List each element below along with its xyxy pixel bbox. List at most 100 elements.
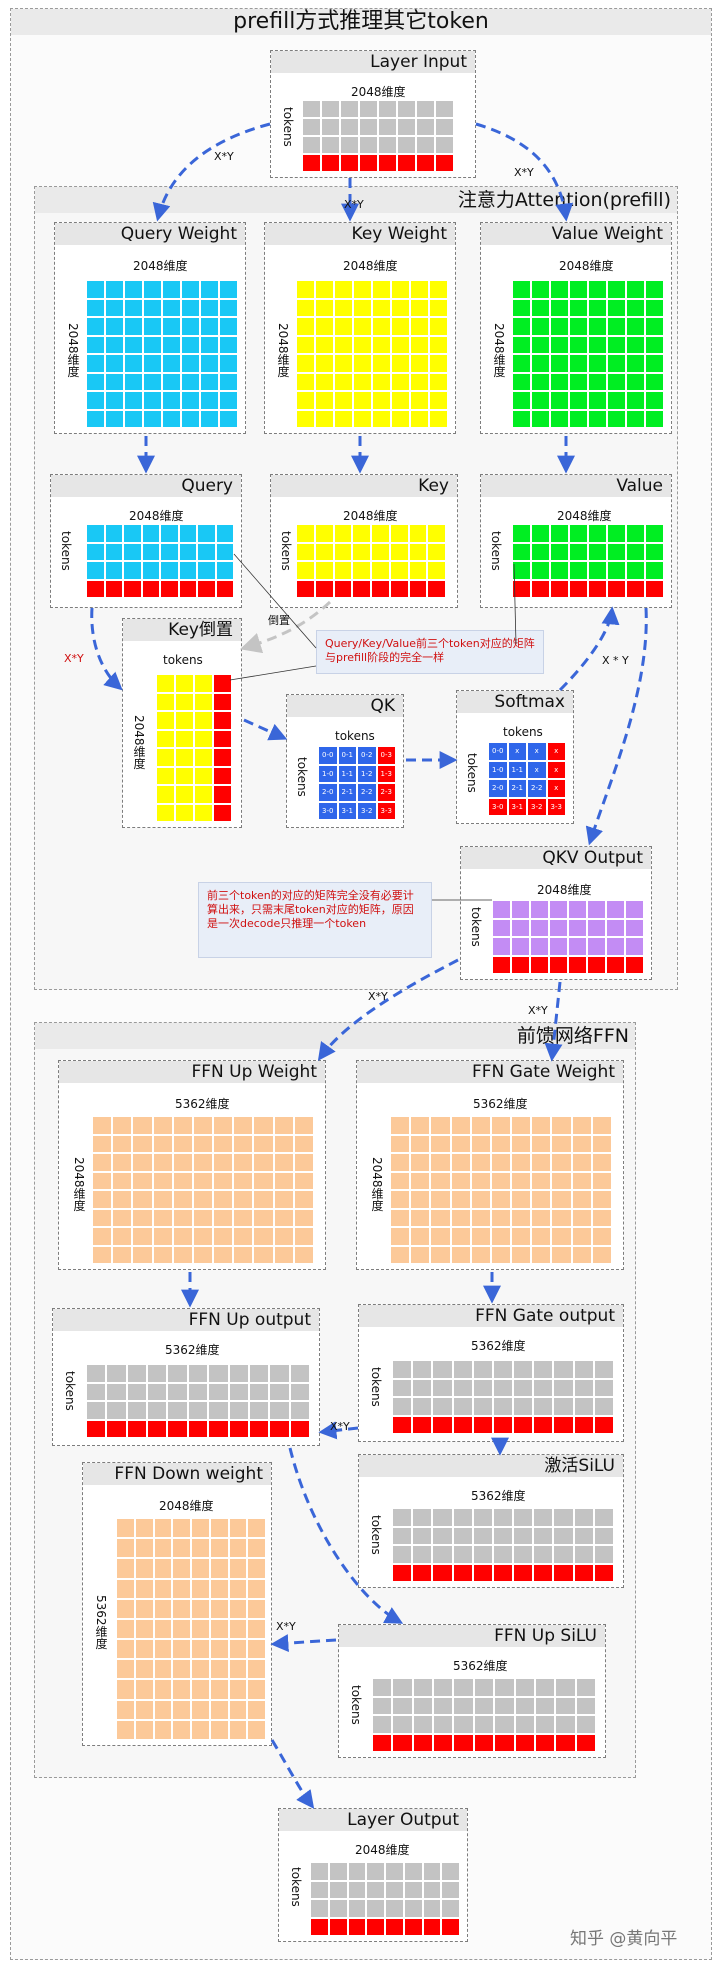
matrix-cell bbox=[627, 543, 644, 560]
matrix-cell bbox=[154, 1640, 172, 1659]
matrix-cell bbox=[229, 1383, 248, 1400]
matrix-cell: 1-2 bbox=[358, 765, 376, 782]
matrix-cell bbox=[87, 1420, 106, 1437]
matrix-cell bbox=[210, 1700, 228, 1719]
matrix-cell bbox=[589, 281, 606, 298]
matrix-cell bbox=[173, 1599, 190, 1618]
matrix-cell bbox=[161, 562, 178, 579]
matrix-cell bbox=[646, 299, 663, 316]
matrix-cell bbox=[514, 1546, 533, 1563]
matrix-cell bbox=[493, 1564, 513, 1581]
matrix-cell bbox=[552, 1117, 571, 1134]
matrix-cell bbox=[431, 1117, 450, 1134]
matrix-cell bbox=[153, 1191, 172, 1208]
matrix-cell bbox=[572, 1117, 591, 1134]
ffn-gate-output-title: FFN Gate output bbox=[359, 1305, 623, 1327]
matrix-cell bbox=[646, 281, 663, 298]
matrix-cell bbox=[491, 1154, 511, 1171]
matrix-cell bbox=[627, 373, 644, 390]
watermark: 知乎 @黄向平 bbox=[570, 1929, 678, 1949]
matrix-cell bbox=[608, 299, 625, 316]
matrix-cell bbox=[124, 525, 141, 542]
matrix-cell bbox=[556, 1734, 575, 1751]
matrix-cell bbox=[216, 525, 233, 542]
matrix-cell bbox=[322, 119, 339, 135]
matrix-cell bbox=[163, 336, 180, 353]
ffn-up-weight-matrix bbox=[93, 1117, 313, 1263]
matrix-cell: 3-2 bbox=[358, 802, 376, 819]
matrix-cell: 3-3 bbox=[547, 798, 565, 815]
matrix-cell bbox=[592, 1246, 611, 1263]
ffn-up-output-top-label: 5362维度 bbox=[165, 1343, 220, 1357]
matrix-cell bbox=[254, 1117, 273, 1134]
matrix-cell bbox=[148, 1420, 167, 1437]
matrix-cell bbox=[193, 1117, 213, 1134]
matrix-cell bbox=[404, 1863, 422, 1880]
matrix-cell bbox=[117, 1640, 134, 1659]
matrix-cell bbox=[229, 1539, 247, 1558]
matrix-cell bbox=[513, 318, 530, 335]
matrix-cell bbox=[117, 1619, 134, 1639]
key-top-label: 2048维度 bbox=[343, 509, 398, 523]
matrix-cell bbox=[87, 336, 104, 353]
matrix-cell bbox=[133, 1246, 152, 1263]
matrix-cell bbox=[214, 1209, 233, 1226]
matrix-cell bbox=[216, 543, 233, 560]
matrix-cell bbox=[572, 1191, 591, 1208]
qkv-output-side-label: tokens bbox=[469, 907, 483, 947]
matrix-cell bbox=[413, 1527, 432, 1544]
matrix-cell bbox=[135, 1700, 153, 1719]
matrix-cell bbox=[409, 525, 427, 542]
matrix-cell bbox=[297, 299, 314, 316]
matrix-cell bbox=[404, 1918, 422, 1935]
matrix-cell bbox=[154, 1599, 172, 1618]
matrix-cell bbox=[627, 355, 644, 372]
matrix-cell bbox=[594, 1527, 613, 1544]
matrix-cell bbox=[569, 956, 586, 973]
arrow-input-to-query-weight bbox=[152, 122, 271, 222]
matrix-cell bbox=[493, 1416, 513, 1433]
matrix-cell bbox=[195, 749, 212, 766]
matrix-cell bbox=[471, 1228, 490, 1245]
matrix-cell bbox=[220, 336, 237, 353]
matrix-cell bbox=[154, 1619, 172, 1639]
matrix-cell bbox=[607, 901, 624, 918]
matrix-cell bbox=[182, 281, 199, 298]
matrix-cell bbox=[157, 786, 174, 803]
matrix-cell bbox=[148, 1383, 167, 1400]
matrix-cell bbox=[348, 1900, 366, 1917]
matrix-cell bbox=[210, 1599, 228, 1618]
matrix-cell bbox=[423, 1900, 441, 1917]
matrix-cell bbox=[157, 804, 174, 821]
matrix-cell bbox=[392, 392, 409, 409]
arrow-label-xy-red: X*Y bbox=[64, 652, 84, 665]
matrix-cell bbox=[474, 1734, 494, 1751]
value-weight-box: Value Weight 2048维度 2048维度 bbox=[480, 222, 672, 434]
matrix-cell bbox=[398, 101, 415, 117]
matrix-cell bbox=[554, 1527, 573, 1544]
matrix-cell bbox=[572, 1228, 591, 1245]
matrix-cell bbox=[220, 355, 237, 372]
matrix-cell bbox=[195, 693, 212, 710]
matrix-cell bbox=[201, 410, 218, 427]
ffn-up-output-matrix bbox=[87, 1365, 309, 1437]
matrix-cell bbox=[436, 101, 453, 117]
layer-input-matrix bbox=[303, 101, 453, 171]
note-pointer-3 bbox=[513, 563, 517, 645]
matrix-cell bbox=[423, 1918, 441, 1935]
matrix-cell bbox=[608, 336, 625, 353]
matrix-cell bbox=[297, 373, 314, 390]
matrix-cell bbox=[316, 410, 333, 427]
matrix-cell bbox=[176, 712, 193, 729]
matrix-cell bbox=[554, 1509, 573, 1526]
matrix-cell bbox=[391, 1135, 410, 1152]
matrix-cell bbox=[193, 1191, 213, 1208]
matrix-cell bbox=[434, 1697, 453, 1714]
matrix-cell: x bbox=[547, 780, 565, 797]
matrix-cell bbox=[572, 1135, 591, 1152]
matrix-cell: 2-1 bbox=[338, 784, 356, 801]
matrix-cell bbox=[154, 1660, 172, 1679]
matrix-cell bbox=[373, 318, 390, 335]
